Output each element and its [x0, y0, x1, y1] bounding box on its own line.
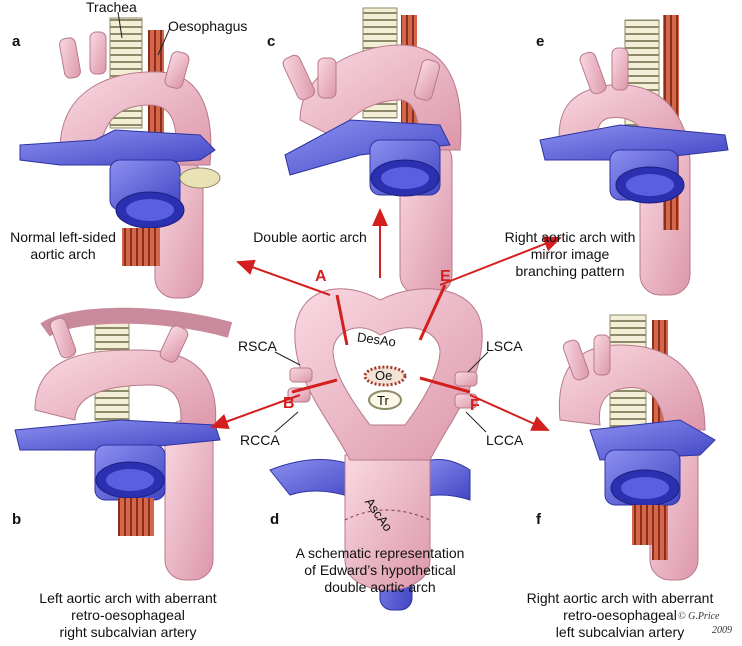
panel-c-illustration	[282, 7, 462, 296]
caption-e: Right aortic arch with mirror image bran…	[504, 229, 636, 279]
panel-label-d: d	[270, 511, 280, 528]
panel-b-illustration	[14, 307, 233, 581]
panel-label-a: a	[12, 33, 21, 50]
panel-e-illustration	[539, 15, 729, 296]
panel-label-c: c	[267, 33, 276, 50]
oe-label: Oe	[375, 368, 393, 383]
cut-label-b: B	[283, 395, 295, 412]
caption-d: A schematic representation of Edward’s h…	[295, 545, 465, 595]
panel-label-b: b	[12, 511, 22, 528]
tr-label: Tr	[377, 393, 389, 408]
panel-d-schematic	[269, 284, 489, 611]
oesophagus-label: Oesophagus	[168, 18, 248, 34]
cut-label-a: A	[315, 268, 327, 285]
signature: © G.Price	[678, 611, 720, 622]
panel-label-e: e	[536, 33, 545, 50]
cut-label-f: F	[470, 397, 480, 414]
panel-f-illustration	[558, 314, 716, 581]
lsca-label: LSCA	[486, 338, 523, 354]
trachea-label: Trachea	[86, 0, 137, 15]
caption-a: Normal left-sided aortic arch	[10, 229, 116, 262]
red-arrows	[210, 208, 562, 431]
caption-c: Double aortic arch	[253, 229, 367, 245]
panel-label-f: f	[536, 511, 541, 528]
rcca-label: RCCA	[240, 432, 280, 448]
lcca-label: LCCA	[486, 432, 524, 448]
signature-year: 2009	[712, 625, 732, 636]
label-leaders	[117, 11, 171, 56]
cut-label-e: E	[440, 268, 451, 285]
panel-a-illustration	[19, 17, 221, 299]
rsca-label: RSCA	[238, 338, 277, 354]
caption-b: Left aortic arch with aberrant retro-oes…	[39, 590, 217, 640]
caption-f: Right aortic arch with aberrant retro-oe…	[526, 590, 714, 640]
